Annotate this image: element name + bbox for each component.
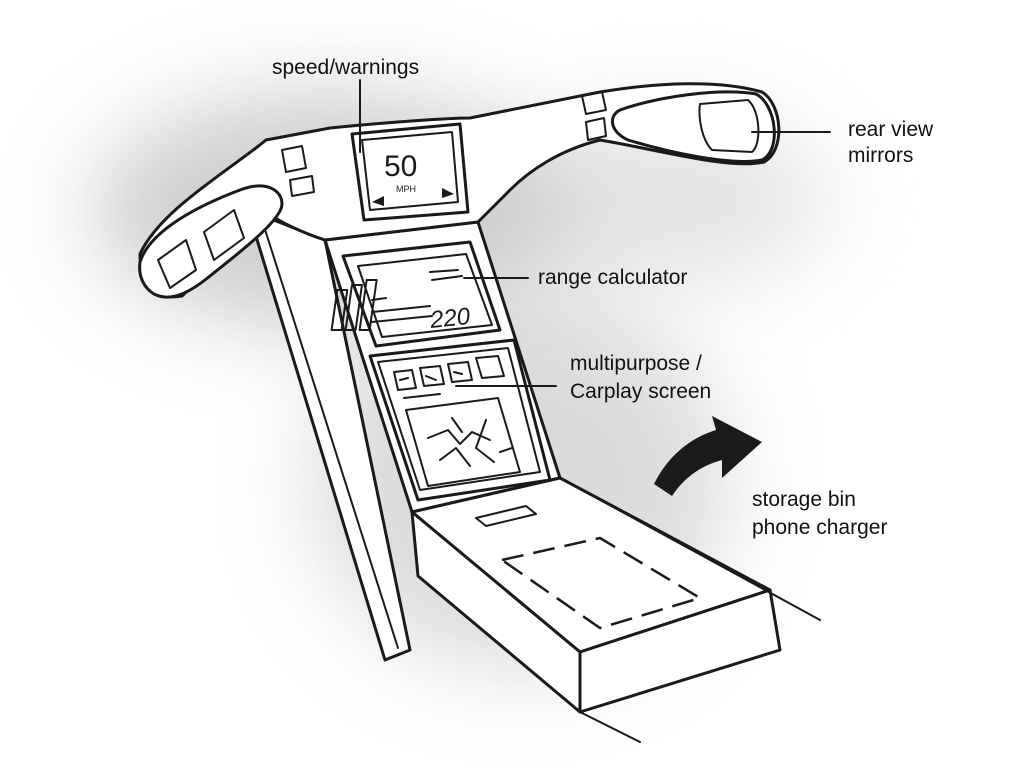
annotation-labels: speed/warnings rear view mirrors range c… [272,56,934,539]
app-icon-row [393,355,505,399]
opening-arrow-icon [654,416,762,496]
storage-latch [475,505,537,527]
label-rear-view-mirrors-1: rear view [848,118,934,141]
left-rear-view-mirror [138,145,315,299]
right-turn-indicator-icon [442,188,454,198]
speed-unit: MPH [396,184,416,194]
label-storage-bin: storage bin [752,488,856,511]
range-bar-graph [330,279,433,331]
phone-charger-pad [498,536,704,630]
left-turn-indicator-icon [372,196,384,206]
label-rear-view-mirrors-2: mirrors [848,144,913,167]
label-speed-warnings: speed/warnings [272,56,419,79]
label-phone-charger: phone charger [752,516,887,539]
speed-value: 50 [384,150,417,183]
label-multipurpose-2: Carplay screen [570,380,711,403]
range-calculator-screen: 220 [330,240,502,348]
range-value: 220 [428,303,472,334]
label-range-calculator: range calculator [538,266,687,289]
right-rear-view-mirror [581,90,776,163]
speed-warnings-display: 50 MPH [350,122,470,222]
map-view [405,397,521,487]
storage-bin [410,476,821,743]
label-multipurpose-1: multipurpose / [570,352,702,375]
annotation-leaders [359,79,831,387]
range-status-lines [429,269,463,281]
multipurpose-screen [368,338,552,502]
